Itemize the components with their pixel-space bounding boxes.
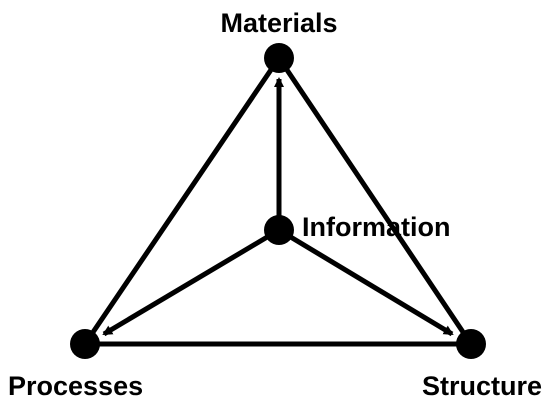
node-materials — [264, 43, 294, 73]
node-structure — [456, 329, 486, 359]
label-structure: Structure — [422, 371, 542, 401]
label-information: Information — [302, 212, 451, 242]
edge-materials-structure — [276, 55, 474, 347]
node-information — [264, 215, 294, 245]
arrow-information-to-structure — [277, 227, 454, 337]
node-processes — [70, 329, 100, 359]
edge-processes-materials — [82, 55, 282, 347]
label-materials: Materials — [220, 8, 337, 38]
label-processes: Processes — [8, 371, 143, 401]
arrow-information-to-processes — [102, 227, 281, 337]
